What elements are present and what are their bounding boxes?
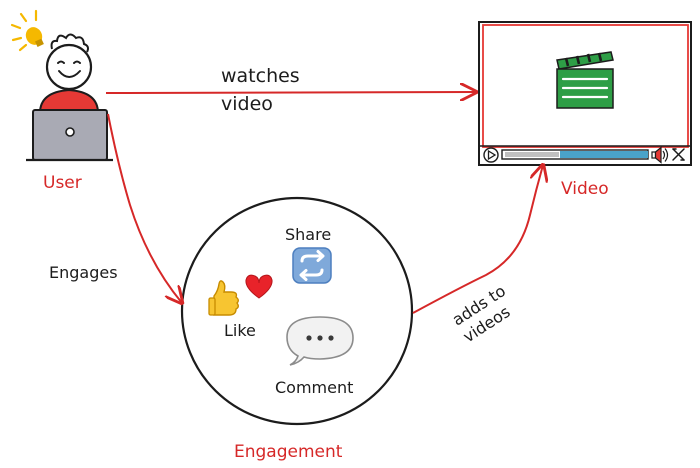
progress-bar[interactable] bbox=[501, 149, 649, 160]
comment-label: Comment bbox=[275, 378, 353, 397]
engages-label: Engages bbox=[49, 263, 118, 282]
engagement-label: Engagement bbox=[234, 442, 343, 462]
video-label: Video bbox=[561, 179, 609, 199]
watches-arrow bbox=[105, 92, 476, 93]
thumbs-up-heart-icon bbox=[208, 274, 273, 316]
play-icon[interactable] bbox=[483, 147, 499, 163]
watches-label-line1: watches bbox=[221, 65, 300, 87]
user-head bbox=[45, 33, 93, 91]
volume-icon[interactable] bbox=[651, 146, 669, 164]
user-label: User bbox=[43, 173, 82, 193]
user-figure bbox=[10, 9, 113, 162]
engages-arrow bbox=[107, 113, 182, 303]
lightbulb-icon bbox=[10, 9, 44, 52]
fullscreen-icon[interactable] bbox=[672, 148, 685, 161]
clapperboard-icon bbox=[556, 51, 614, 109]
adds-arrow bbox=[412, 165, 543, 314]
watches-label-line2: video bbox=[221, 93, 273, 115]
repeat-arrows-icon bbox=[292, 247, 332, 284]
speech-bubble-icon bbox=[286, 316, 354, 366]
engagement-circle bbox=[180, 196, 414, 426]
user-body bbox=[38, 88, 100, 114]
like-label: Like bbox=[224, 321, 256, 340]
share-label: Share bbox=[285, 225, 331, 244]
laptop-icon bbox=[26, 109, 113, 162]
video-player bbox=[478, 21, 692, 166]
